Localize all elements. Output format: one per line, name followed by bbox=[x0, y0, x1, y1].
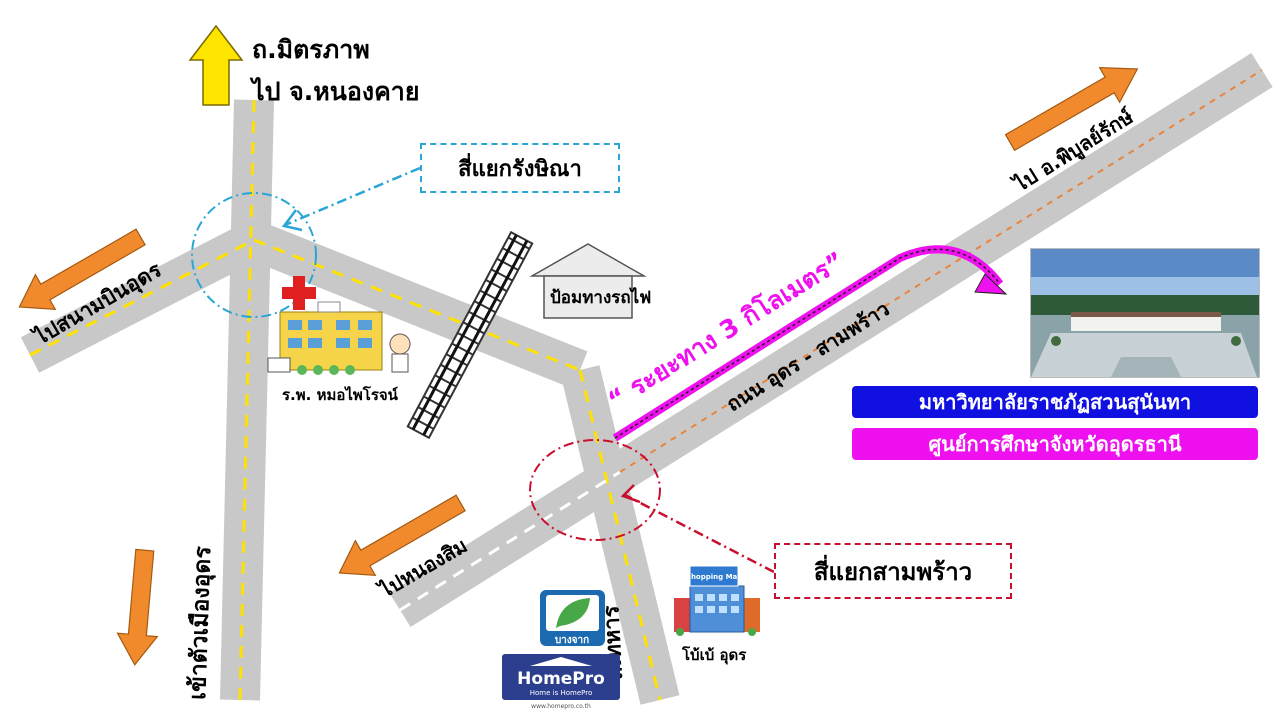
road-center-lines bbox=[29, 69, 1263, 701]
city-label: เข้าตัวเมืองอุดร bbox=[185, 545, 217, 700]
mall-icon: Shopping Mall bbox=[674, 565, 760, 636]
orange-arrow-icon-city bbox=[116, 548, 159, 666]
rangsina-junction-label: สี่แยกรังษิณา bbox=[420, 143, 620, 193]
hospital-building-icon bbox=[267, 301, 411, 375]
north-dest-label: ไป จ.หนองคาย bbox=[249, 76, 420, 106]
rangsina-junction-circle bbox=[191, 192, 317, 318]
homepro-label: HomePro bbox=[517, 669, 605, 689]
bangchak-label: บางจาก bbox=[555, 635, 589, 646]
sampraw-junction-label: สี่แยกสามพร้าว bbox=[774, 543, 1012, 599]
orange-arrow-icon-airport bbox=[18, 228, 146, 310]
railway-icon bbox=[406, 230, 534, 440]
homepro-slogan: Home is HomePro bbox=[530, 689, 593, 697]
bangchak-logo-icon: บางจาก bbox=[540, 590, 605, 646]
road-airport bbox=[20, 222, 264, 373]
guard-house-icon bbox=[529, 243, 647, 319]
mall-sign: Shopping Mall bbox=[686, 573, 742, 581]
homepro-logo-icon: HomePro Home is HomePro www.homepro.co.t… bbox=[502, 654, 620, 710]
hospital-label: ร.พ. หมอไพโรจน์ bbox=[282, 385, 399, 404]
sampraw-pointer bbox=[624, 493, 775, 574]
homepro-url: www.homepro.co.th bbox=[531, 703, 591, 710]
center-banner: ศูนย์การศึกษาจังหวัดอุดรธานี bbox=[850, 426, 1260, 462]
campus-photo bbox=[1030, 248, 1260, 378]
orange-arrow-icon-nongsim bbox=[338, 494, 466, 576]
rangsina-pointer bbox=[284, 166, 421, 227]
bobe-label: โบ้เบ้ อุดร bbox=[681, 645, 747, 665]
route-arrowhead bbox=[974, 273, 1008, 295]
sampraw-junction-circle bbox=[529, 439, 661, 541]
red-cross-icon bbox=[282, 276, 316, 310]
up-arrow-icon bbox=[188, 24, 244, 106]
north-road-label: ถ.มิตรภาพ bbox=[252, 35, 370, 64]
rail-guard-label: ป้อมทางรถไฟ bbox=[550, 287, 651, 308]
orange-arrow-icon-phibun bbox=[1004, 67, 1139, 152]
university-banner: มหาวิทยาลัยราชภัฏสวนสุนันทา bbox=[850, 384, 1260, 420]
